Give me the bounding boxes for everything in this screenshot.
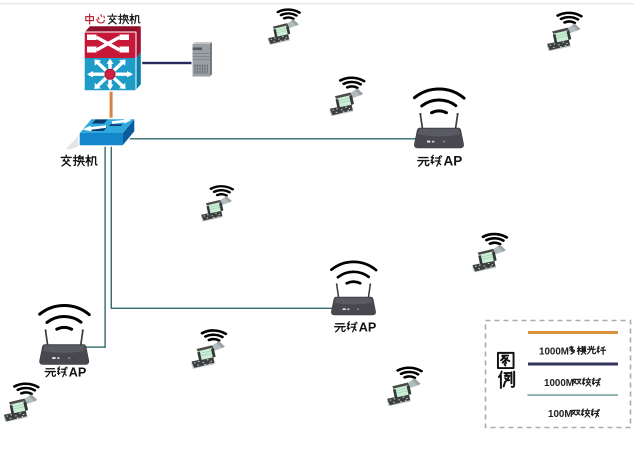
svg-text:1000M: 1000M — [539, 346, 569, 357]
svg-text:AP: AP — [359, 321, 377, 335]
svg-text:100M: 100M — [548, 409, 573, 420]
svg-text:AP: AP — [69, 365, 87, 379]
svg-text:1000M: 1000M — [544, 378, 574, 389]
svg-text:AP: AP — [444, 153, 463, 168]
